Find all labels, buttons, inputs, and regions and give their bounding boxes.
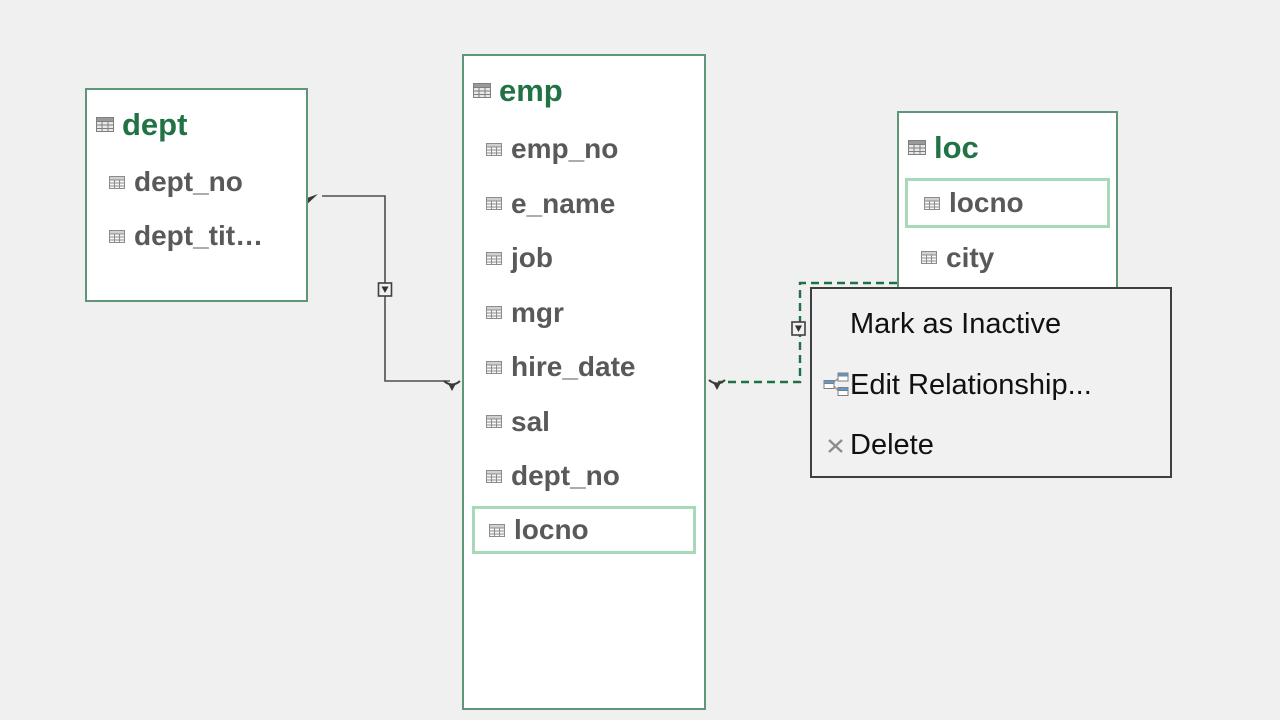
table-dept-fields: dept_no dept_tit… bbox=[87, 155, 306, 263]
relationship-icon bbox=[822, 372, 850, 398]
table-emp-header[interactable]: emp bbox=[464, 56, 704, 112]
field-icon bbox=[486, 469, 502, 483]
field-row-sal[interactable]: sal bbox=[464, 395, 704, 449]
field-name: job bbox=[511, 242, 553, 273]
delete-icon bbox=[822, 436, 850, 456]
field-icon bbox=[486, 415, 502, 428]
relationship-arrow-emp-right bbox=[708, 379, 726, 390]
menu-item-label: Edit Relationship... bbox=[850, 368, 1092, 401]
menu-item-label: Mark as Inactive bbox=[850, 307, 1062, 340]
table-title: emp bbox=[499, 72, 563, 108]
field-icon bbox=[924, 196, 940, 210]
field-icon bbox=[489, 523, 505, 537]
table-title: dept bbox=[122, 106, 188, 142]
field-name: mgr bbox=[511, 296, 564, 328]
table-loc-header[interactable]: loc bbox=[899, 113, 1116, 169]
field-icon bbox=[486, 251, 502, 265]
relationship-line-dept-emp[interactable] bbox=[303, 194, 461, 391]
field-name: locno bbox=[514, 514, 589, 545]
table-dept-header[interactable]: dept bbox=[87, 90, 306, 146]
field-row-hire_date[interactable]: hire_date bbox=[464, 340, 704, 394]
table-icon bbox=[473, 82, 491, 98]
table-loc-fields: locno city bbox=[899, 176, 1116, 285]
field-name: city bbox=[946, 241, 995, 273]
field-name: emp_no bbox=[511, 133, 619, 164]
field-row-emp_no[interactable]: emp_no bbox=[464, 122, 704, 176]
field-row-e_name[interactable]: e_name bbox=[464, 177, 704, 231]
field-row-locno-selected[interactable]: locno bbox=[905, 178, 1110, 228]
table-emp[interactable]: emp emp_no e_name bbox=[462, 54, 706, 710]
menu-item-mark-as-inactive[interactable]: Mark as Inactive bbox=[812, 294, 1170, 355]
relationship-direction-marker bbox=[377, 282, 393, 297]
table-icon bbox=[96, 116, 114, 132]
field-name: sal bbox=[511, 405, 550, 437]
field-name: e_name bbox=[511, 187, 616, 219]
table-dept[interactable]: dept dept_no dept_tit… bbox=[85, 88, 308, 302]
relationship-context-menu: Mark as Inactive Edit Relationship... De… bbox=[810, 287, 1172, 478]
field-icon bbox=[109, 229, 125, 243]
field-row-dept_title[interactable]: dept_tit… bbox=[87, 209, 306, 263]
field-row-city[interactable]: city bbox=[899, 231, 1116, 285]
table-icon bbox=[908, 139, 926, 155]
field-row-mgr[interactable]: mgr bbox=[464, 286, 704, 340]
field-row-dept_no[interactable]: dept_no bbox=[464, 449, 704, 503]
table-title: loc bbox=[934, 129, 979, 165]
field-icon bbox=[921, 251, 937, 264]
field-icon bbox=[486, 360, 502, 374]
relationship-direction-marker bbox=[791, 321, 806, 336]
field-name: dept_tit… bbox=[134, 220, 264, 251]
menu-item-label: Delete bbox=[850, 429, 934, 462]
field-name: dept_no bbox=[511, 460, 620, 491]
field-icon bbox=[486, 142, 502, 156]
field-name: hire_date bbox=[511, 351, 636, 382]
field-name: dept_no bbox=[134, 166, 243, 197]
field-name: locno bbox=[949, 187, 1024, 218]
field-row-locno-selected[interactable]: locno bbox=[472, 506, 696, 554]
field-icon bbox=[486, 197, 502, 210]
field-icon bbox=[486, 306, 502, 319]
field-icon bbox=[109, 175, 125, 189]
field-row-dept_no[interactable]: dept_no bbox=[87, 155, 306, 209]
relationship-arrow-emp-left bbox=[443, 380, 461, 391]
relationship-line-loc-emp[interactable] bbox=[708, 281, 897, 390]
table-loc[interactable]: loc locno city bbox=[897, 111, 1118, 301]
menu-item-delete[interactable]: Delete bbox=[812, 415, 1170, 476]
field-row-job[interactable]: job bbox=[464, 231, 704, 285]
table-emp-fields: emp_no e_name job bbox=[464, 122, 704, 558]
menu-item-edit-relationship[interactable]: Edit Relationship... bbox=[812, 355, 1170, 416]
